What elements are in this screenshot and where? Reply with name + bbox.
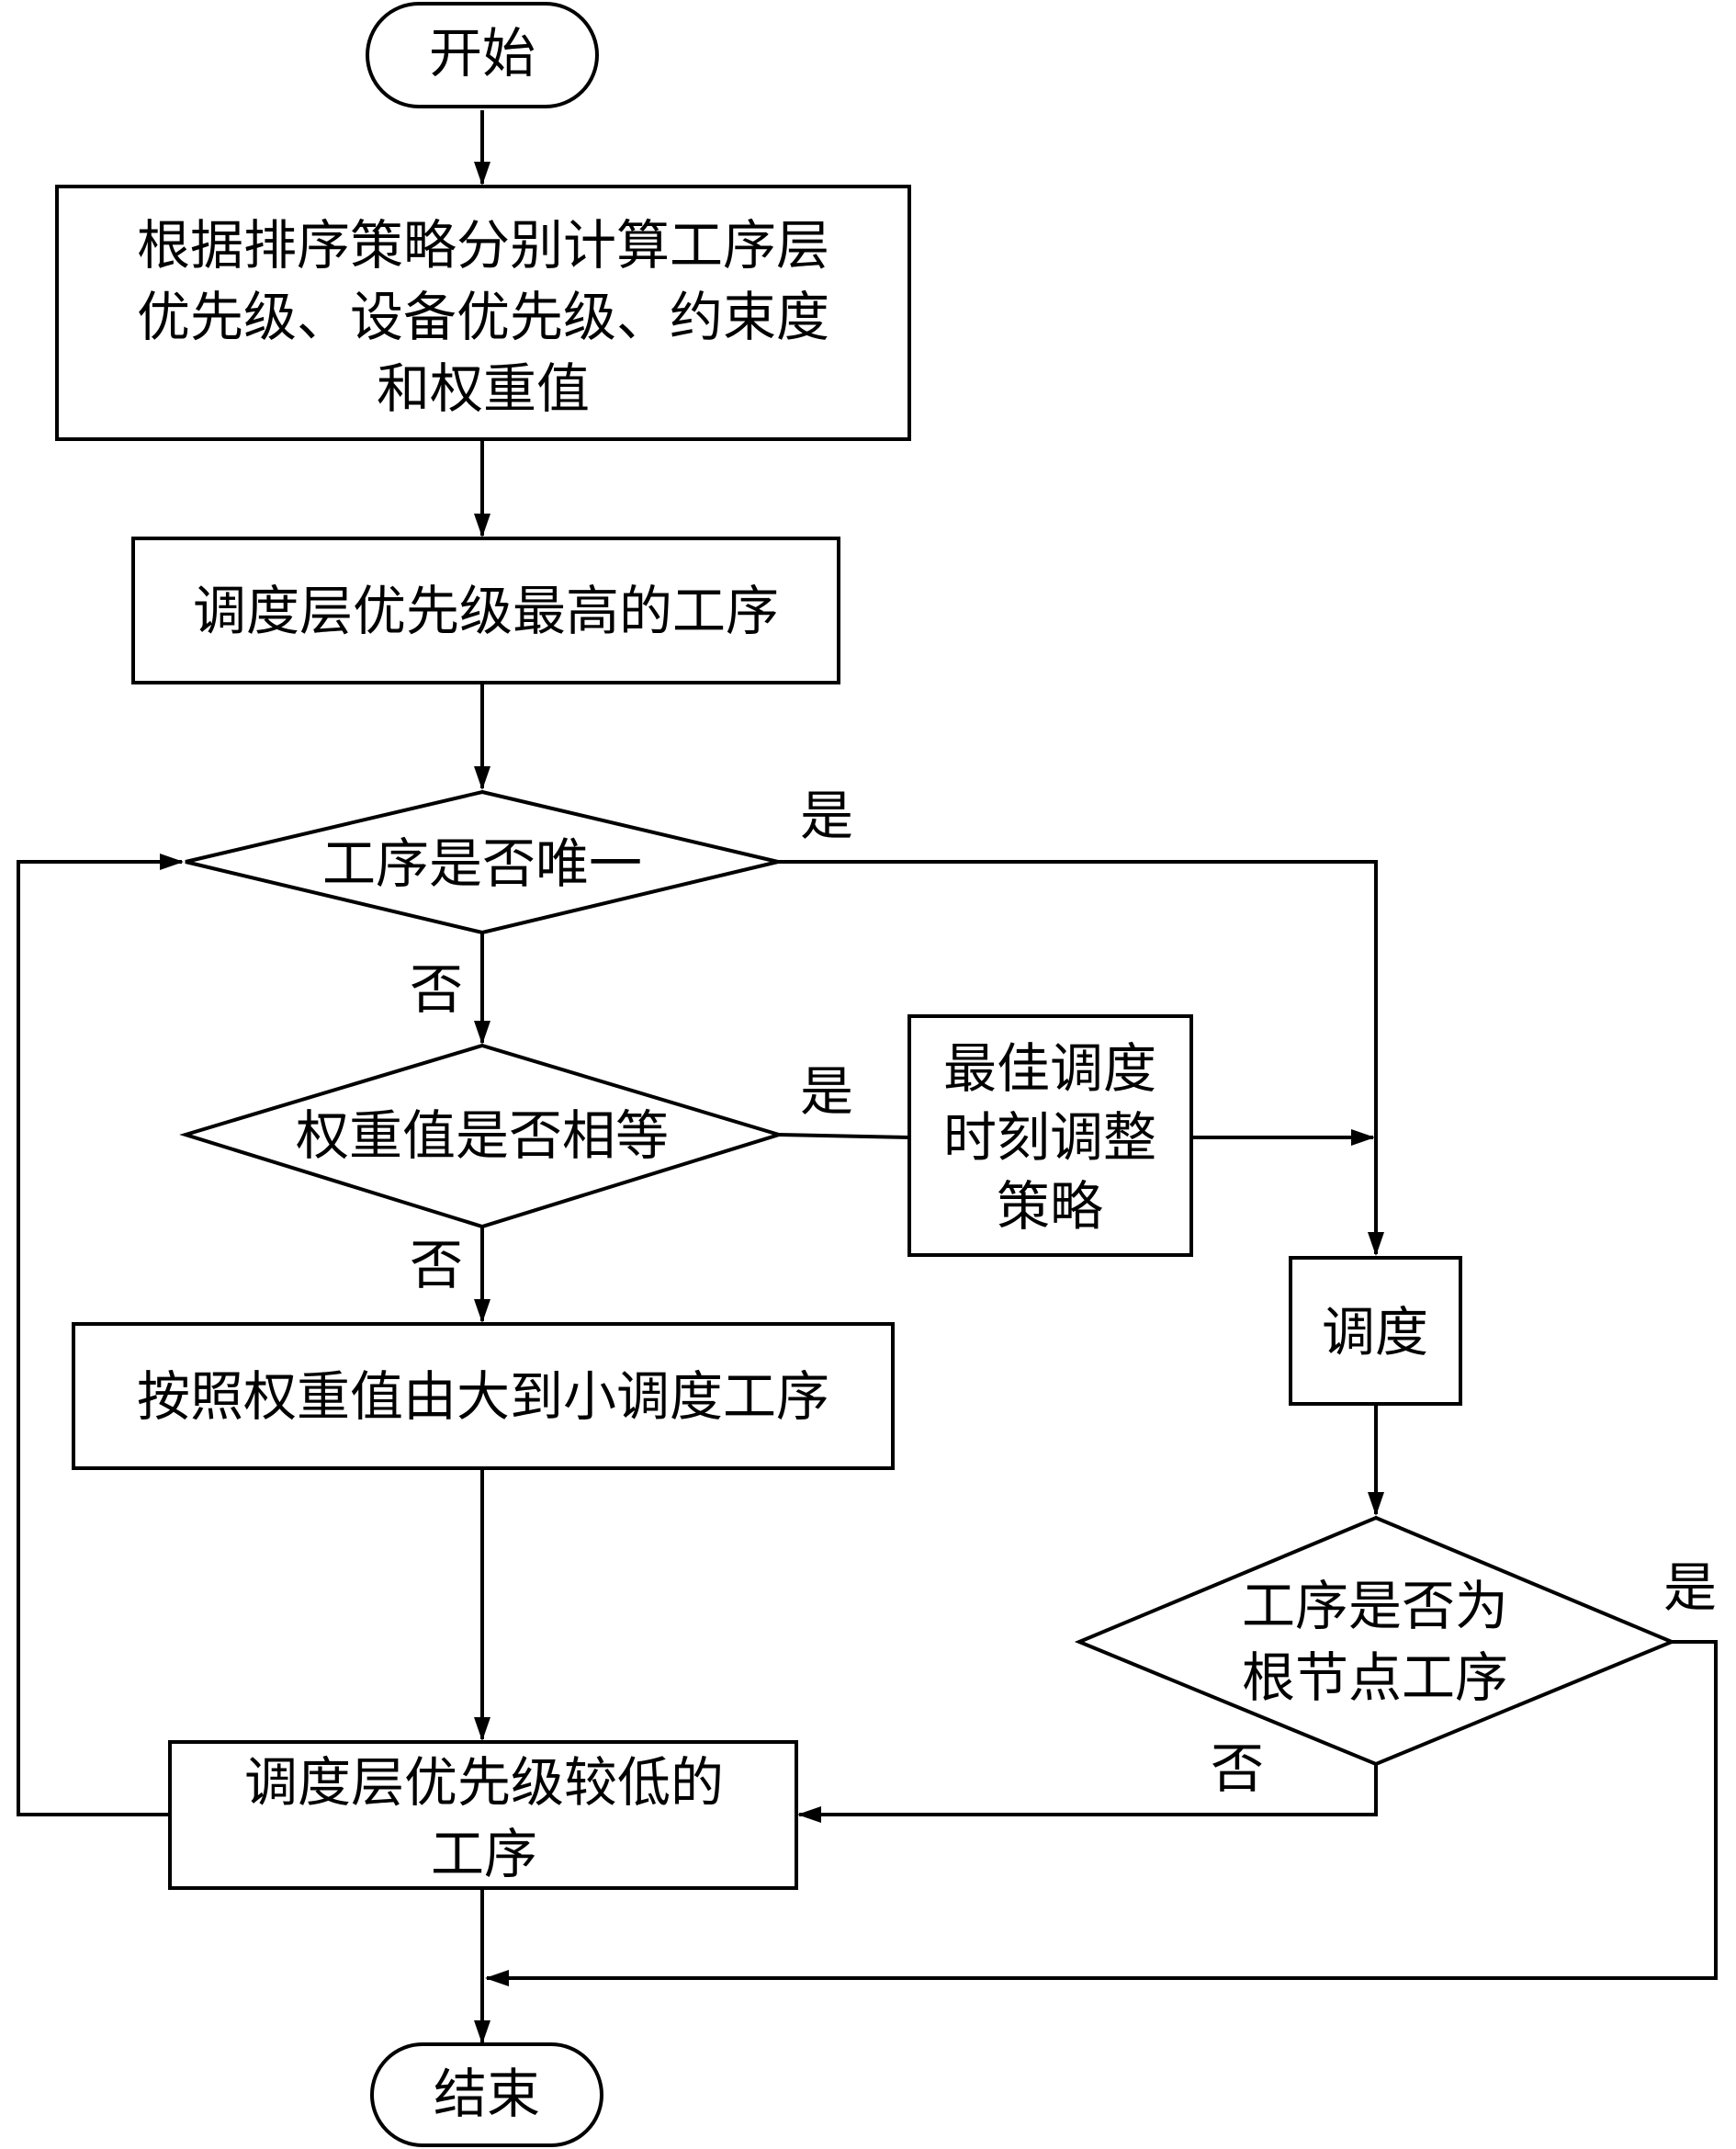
root-check-line-2: 根节点工序	[1242, 1646, 1508, 1709]
lower-line-1: 调度层优先级较低的	[244, 1751, 724, 1814]
connector-root-yes-to-end	[485, 1640, 1718, 1986]
highest-priority-box: 调度层优先级最高的工序	[131, 537, 840, 684]
schedule-label: 调度	[1322, 1301, 1428, 1363]
compute-line-3: 和权重值	[377, 357, 590, 420]
connector-unique-yes-to-schedule	[778, 860, 1384, 1256]
unique-no-label: 否	[410, 958, 463, 1021]
unique-label: 工序是否唯一	[322, 832, 642, 895]
compute-priorities-box: 根据排序策略分别计算工序层 优先级、设备优先级、约束度 和权重值	[55, 185, 911, 441]
unique-decision: 工序是否唯一	[185, 789, 779, 935]
lower-priority-box: 调度层优先级较低的 工序	[168, 1740, 798, 1890]
root-check-line-1: 工序是否为	[1242, 1575, 1508, 1637]
adjust-line-1: 最佳调度	[943, 1037, 1156, 1100]
unique-yes-label: 是	[800, 785, 853, 847]
root-check-decision: 工序是否为 根节点工序	[1074, 1515, 1677, 1767]
by-weight-label: 按照权重值由大到小调度工序	[137, 1365, 829, 1428]
equal-weight-decision: 权重值是否相等	[179, 1043, 785, 1229]
connector-equal-yes-to-adjust	[778, 1133, 910, 1139]
adjust-line-2: 时刻调整	[943, 1106, 1156, 1169]
root-no-label: 否	[1211, 1737, 1264, 1800]
connector-lower-loop-to-unique	[17, 854, 184, 1816]
equal-no-label: 否	[410, 1234, 463, 1296]
adjust-line-3: 策略	[997, 1175, 1103, 1238]
highest-label: 调度层优先级最高的工序	[193, 580, 779, 642]
equal-weight-label: 权重值是否相等	[296, 1104, 669, 1167]
equal-yes-label: 是	[800, 1060, 853, 1123]
connector-root-no-to-lower	[797, 1764, 1378, 1823]
by-weight-box: 按照权重值由大到小调度工序	[72, 1322, 895, 1470]
connectors	[17, 110, 1718, 2044]
root-yes-label: 是	[1663, 1556, 1717, 1619]
compute-line-2: 优先级、设备优先级、约束度	[137, 286, 829, 348]
lower-line-2: 工序	[431, 1823, 537, 1885]
start-node: 开始	[366, 2, 599, 108]
start-label: 开始	[429, 22, 535, 85]
schedule-box: 调度	[1289, 1256, 1462, 1406]
end-node: 结束	[370, 2042, 603, 2147]
adjust-strategy-box: 最佳调度 时刻调整 策略	[907, 1014, 1193, 1257]
end-label: 结束	[434, 2063, 540, 2125]
compute-line-1: 根据排序策略分别计算工序层	[137, 214, 829, 277]
